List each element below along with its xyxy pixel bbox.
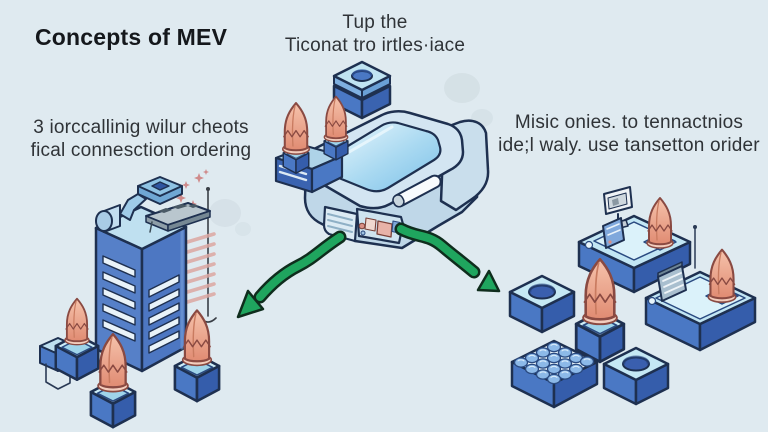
- hole-cube: [508, 274, 576, 334]
- caption-top-line1: Tup the: [342, 12, 408, 33]
- page-title: Concepts of MEV: [35, 24, 228, 50]
- background-smudges: [209, 73, 493, 236]
- crystal-pedestal: [574, 257, 626, 364]
- hollow-block-icon: [332, 60, 392, 120]
- pending-transaction-crystals: [274, 95, 349, 194]
- hole-cube: [602, 346, 670, 406]
- caption-right-line2: ide;l waly. use tansetton orider: [498, 135, 760, 156]
- tower-roof-equipment: [95, 176, 211, 233]
- terminal-device-icon: [602, 217, 625, 249]
- transaction-crystal-pedestals: [39, 297, 221, 429]
- caption-left-line1: 3 iorccallinig wilur cheots: [33, 117, 249, 138]
- server-icon: [657, 261, 687, 302]
- green-flow-arrow-left: [236, 230, 347, 319]
- caption-left: 3 iorccallinig wilur cheots fical connes…: [14, 116, 268, 162]
- speed-stripes: [182, 232, 216, 305]
- caption-right-line1: Misic onies. to tennactnios: [514, 112, 744, 133]
- green-flow-arrow-right: [394, 222, 501, 293]
- caption-top-line2: Ticonat tro irtles·iace: [284, 35, 466, 56]
- validator-server-tower-icon: [39, 169, 221, 429]
- tower-vent-slats: [102, 255, 180, 354]
- machine-roller: [392, 174, 442, 208]
- caption-left-line2: fical connesction ordering: [30, 140, 252, 161]
- transaction-block-cluster-icon: [508, 186, 757, 409]
- tray-with-crystal-and-server: [644, 248, 757, 352]
- block-builder-machine-icon: [274, 95, 490, 250]
- gem-tray: [510, 339, 599, 409]
- caption-right: Misic onies. to tennactnios ide;l waly. …: [498, 111, 760, 157]
- caption-top: Tup the Ticonat tro irtles·iace: [245, 11, 505, 57]
